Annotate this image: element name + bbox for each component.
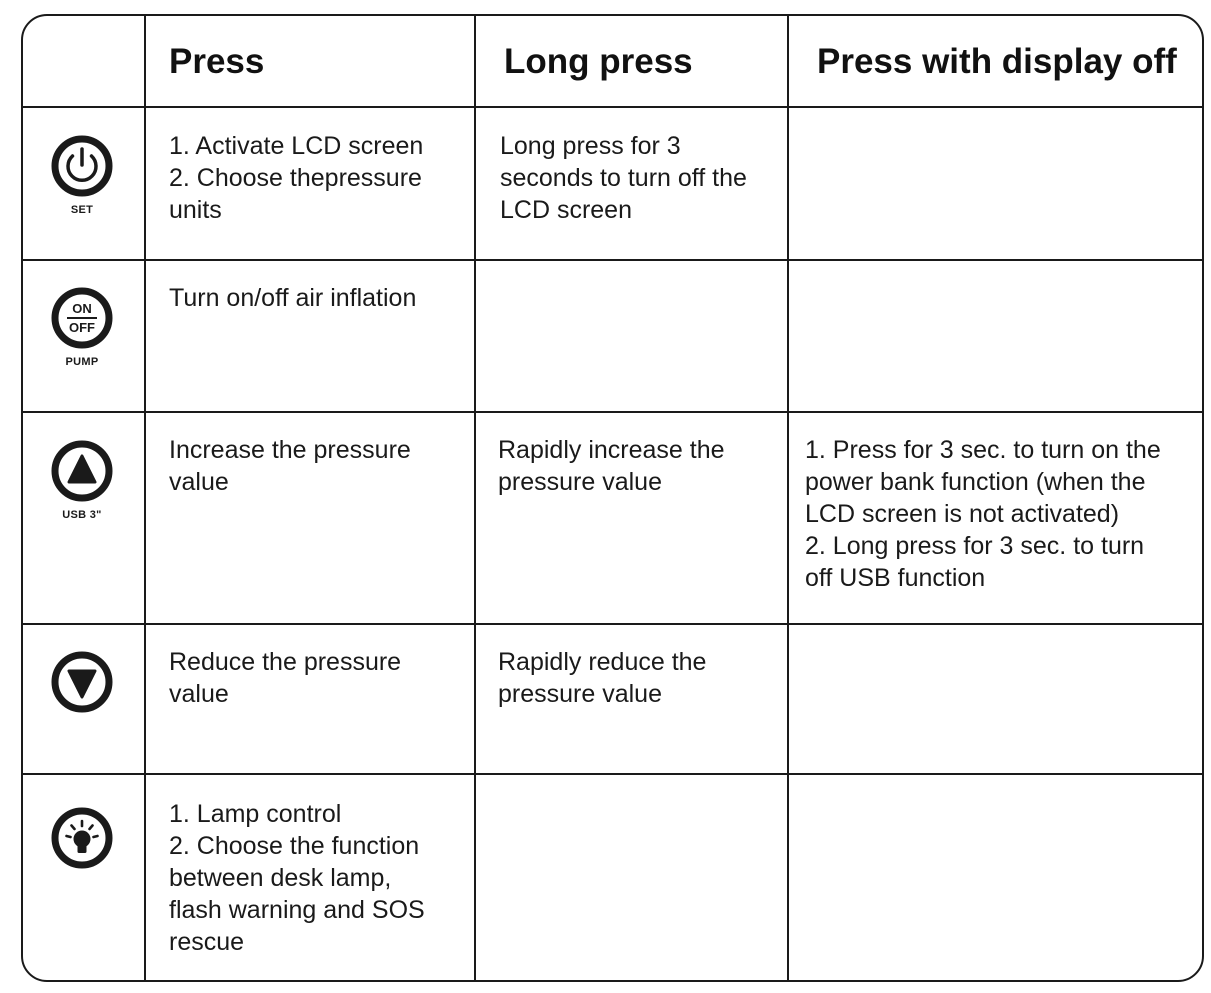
- icon-caption: SET: [70, 204, 94, 216]
- row-pump-press: Turn on/off air inflation: [169, 282, 416, 314]
- lamp-icon: [51, 807, 113, 869]
- cell-line: LCD screen: [500, 196, 632, 224]
- cell-line: 2. Choose thepressure: [169, 164, 422, 192]
- cell-line: pressure value: [498, 468, 662, 496]
- row-set-long-press: Long press for 3 seconds to turn off the…: [500, 130, 747, 226]
- row-up-long-press: Rapidly increase the pressure value: [498, 434, 725, 498]
- row-lamp-press: 1. Lamp control 2. Choose the function b…: [169, 798, 425, 958]
- cell-line: 1. Press for 3 sec. to turn on the: [805, 436, 1161, 464]
- column-divider: [144, 16, 146, 980]
- row-set-press: 1. Activate LCD screen 2. Choose thepres…: [169, 130, 423, 226]
- row-down-long-press: Rapidly reduce the pressure value: [498, 646, 706, 710]
- on-off-icon: ON OFF: [51, 287, 113, 349]
- header-press: Press: [169, 42, 265, 81]
- cell-line: 1. Activate LCD screen: [169, 132, 424, 160]
- up-arrow-icon: [51, 440, 113, 502]
- down-arrow-icon: [51, 651, 113, 713]
- cell-line: 1. Lamp control: [169, 800, 342, 828]
- cell-line: Increase the pressure: [169, 436, 411, 464]
- cell-line: flash warning and SOS: [169, 896, 425, 924]
- on-label: ON: [72, 301, 92, 316]
- cell-line: Turn on/off air inflation: [169, 284, 417, 312]
- up-button-icon-group: USB 3": [37, 439, 127, 521]
- header-long-press: Long press: [504, 42, 693, 81]
- cell-line: LCD screen is not activated): [805, 500, 1120, 528]
- cell-line: seconds to turn off the: [500, 164, 747, 192]
- icon-caption: USB 3": [62, 509, 102, 521]
- cell-line: Long press for 3: [500, 132, 681, 160]
- row-divider: [23, 411, 1202, 413]
- cell-line: 2. Long press for 3 sec. to turn: [805, 532, 1145, 560]
- row-divider: [23, 259, 1202, 261]
- power-icon: [51, 135, 113, 197]
- row-divider: [23, 623, 1202, 625]
- cell-line: value: [169, 468, 229, 496]
- cell-line: off USB function: [805, 564, 986, 592]
- cell-line: units: [169, 196, 222, 224]
- cell-line: Rapidly reduce the: [498, 648, 707, 676]
- row-up-display-off: 1. Press for 3 sec. to turn on the power…: [805, 434, 1161, 594]
- row-up-press: Increase the pressure value: [169, 434, 411, 498]
- lamp-button-icon-group: [37, 806, 127, 870]
- column-divider: [474, 16, 476, 980]
- column-divider: [787, 16, 789, 980]
- row-divider: [23, 106, 1202, 108]
- row-down-press: Reduce the pressure value: [169, 646, 401, 710]
- down-button-icon-group: [37, 650, 127, 714]
- cell-line: 2. Choose the function: [169, 832, 420, 860]
- set-button-icon-group: SET: [37, 134, 127, 216]
- off-label: OFF: [69, 320, 95, 335]
- header-press-with-display-off: Press with display off: [817, 42, 1177, 81]
- cell-line: between desk lamp,: [169, 864, 392, 892]
- row-divider: [23, 773, 1202, 775]
- cell-line: value: [169, 680, 229, 708]
- cell-line: Rapidly increase the: [498, 436, 725, 464]
- cell-line: rescue: [169, 928, 245, 956]
- cell-line: Reduce the pressure: [169, 648, 402, 676]
- pump-button-icon-group: ON OFF PUMP: [37, 286, 127, 368]
- cell-line: power bank function (when the: [805, 468, 1146, 496]
- button-function-table: Press Long press Press with display off …: [21, 14, 1204, 982]
- cell-line: pressure value: [498, 680, 662, 708]
- icon-caption: PUMP: [65, 356, 99, 368]
